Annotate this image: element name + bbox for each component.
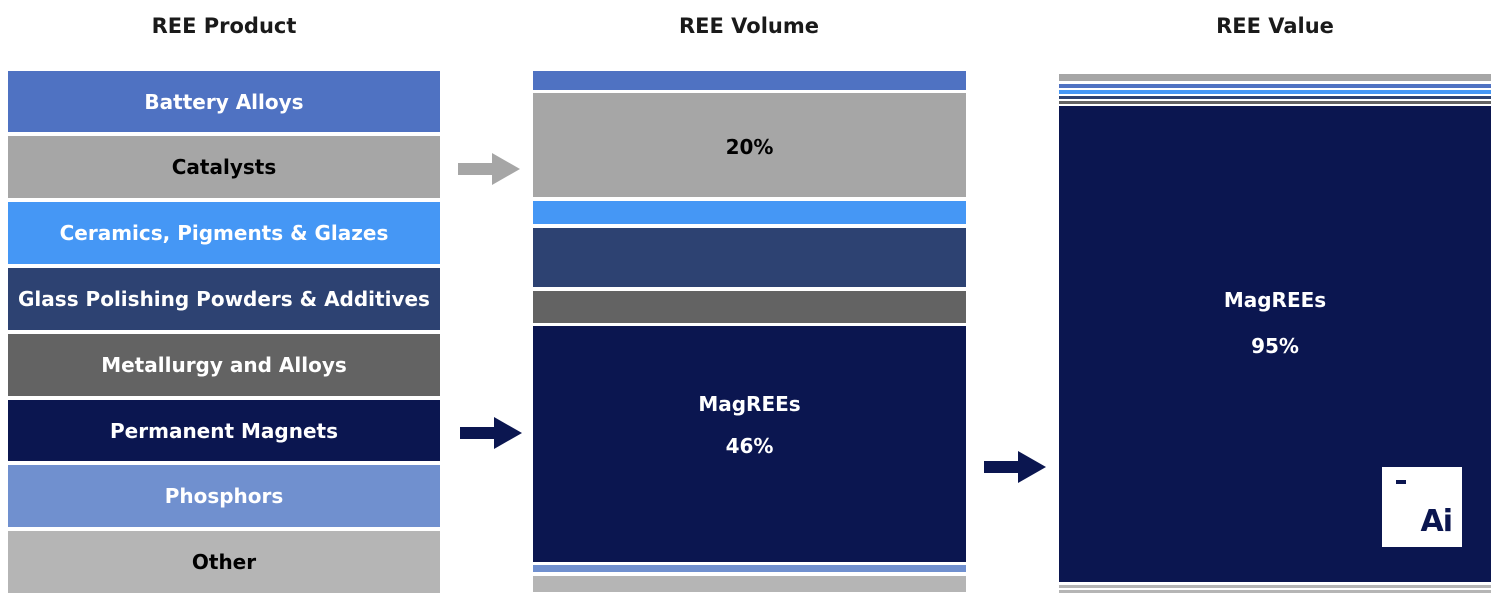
product-permanent-magnets: Permanent Magnets [8, 400, 440, 461]
header-ree-value: REE Value [1216, 14, 1334, 38]
product-label: Ceramics, Pigments & Glazes [59, 221, 389, 245]
product-label: Catalysts [171, 155, 277, 179]
ai-logo: Ai [1382, 467, 1462, 547]
volume-magrees-label: MagREEs [698, 392, 801, 416]
value-magrees-label: MagREEs [1223, 288, 1327, 312]
product-other: Other [8, 531, 440, 593]
product-metallurgy-alloys: Metallurgy and Alloys [8, 334, 440, 396]
product-ceramics-pigments-glazes: Ceramics, Pigments & Glazes [8, 202, 440, 264]
product-battery-alloys: Battery Alloys [8, 71, 440, 132]
value-segment-other [1059, 590, 1491, 593]
product-label: Phosphors [164, 484, 284, 508]
header-ree-product: REE Product [151, 14, 297, 38]
arrow-right-icon [458, 153, 520, 185]
volume-segment-ceramics [533, 201, 966, 224]
product-catalysts: Catalysts [8, 136, 440, 198]
product-label: Glass Polishing Powders & Additives [18, 287, 430, 311]
volume-segment-other [533, 576, 966, 592]
volume-magrees-percent: 46% [725, 434, 774, 458]
logo-text: Ai [1420, 504, 1453, 539]
product-label: Metallurgy and Alloys [101, 353, 347, 377]
value-segment-ceramics [1059, 90, 1491, 94]
header-ree-volume: REE Volume [679, 14, 819, 38]
product-glass-polishing: Glass Polishing Powders & Additives [8, 268, 440, 330]
product-label: Battery Alloys [144, 89, 304, 114]
product-label: Other [191, 550, 257, 574]
product-phosphors: Phosphors [8, 465, 440, 527]
volume-segment-permanent-magnets: MagREEs 46% [533, 326, 966, 562]
arrow-right-icon [460, 417, 522, 449]
value-segment-battery-alloys [1059, 84, 1491, 88]
logo-dash [1396, 480, 1406, 484]
volume-segment-phosphors [533, 565, 966, 572]
value-segment-glass-polishing [1059, 96, 1491, 99]
volume-segment-battery-alloys [533, 71, 966, 90]
arrow-right-icon [984, 451, 1046, 483]
volume-segment-catalysts: 20% [533, 93, 966, 197]
product-label: Permanent Magnets [110, 418, 338, 443]
value-segment-phosphors [1059, 585, 1491, 588]
value-magrees-percent: 95% [1251, 334, 1299, 358]
value-segment-metallurgy [1059, 101, 1491, 104]
volume-segment-metallurgy [533, 291, 966, 323]
volume-catalysts-percent: 20% [725, 135, 774, 159]
volume-segment-glass-polishing [533, 228, 966, 287]
value-segment-catalysts [1059, 74, 1491, 81]
